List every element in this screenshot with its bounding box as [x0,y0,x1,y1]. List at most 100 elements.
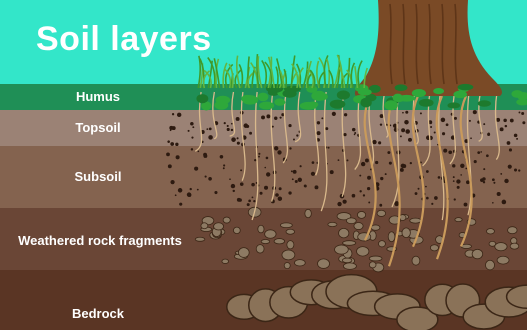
soil-speck [443,149,447,153]
soil-speck [487,133,490,136]
soil-speck [426,197,429,200]
soil-speck [240,169,242,171]
soil-speck [274,146,278,150]
rock-fragment [214,223,224,230]
soil-speck [272,126,274,128]
soil-speck [325,127,328,130]
soil-speck [503,119,506,122]
soil-speck [375,161,378,164]
soil-speck [425,186,427,188]
soil-speck [361,162,365,166]
soil-speck [281,113,284,116]
rock-fragment [486,229,494,234]
soil-speck [400,135,402,137]
soil-speck [191,137,193,139]
soil-speck [176,155,180,159]
soil-speck [317,131,321,135]
soil-speck [395,201,399,205]
soil-speck [295,180,298,183]
soil-speck [380,123,382,125]
soil-speck [420,112,422,114]
soil-speck [246,125,249,128]
soil-speck [168,164,172,168]
soil-speck [343,133,346,136]
ground-leaf [337,90,350,99]
soil-speck [279,187,282,190]
soil-speck [278,196,282,200]
soil-speck [328,147,330,149]
rock-fragment [357,211,365,218]
ground-leaf [458,84,474,90]
soil-speck [317,121,320,124]
soil-speck [496,118,500,122]
rock-fragment [410,218,421,223]
soil-speck [223,164,225,166]
soil-speck [288,124,291,127]
soil-speck [179,203,182,206]
rock-fragment [343,241,356,246]
soil-speck [330,170,334,174]
soil-speck [483,168,485,170]
grass-blade [319,72,324,88]
soil-speck [365,159,369,163]
soil-speck [239,198,242,201]
rock-fragment [282,250,295,260]
soil-speck [500,127,504,131]
soil-speck [410,162,412,164]
soil-speck [304,184,307,187]
soil-speck [172,113,174,115]
grass-tuft [198,54,367,88]
soil-speck [231,137,236,142]
grass-blade [262,60,266,88]
soil-speck [300,165,302,167]
rock-fragment [265,230,276,238]
rock-fragment [371,225,380,230]
rock-fragment [495,243,507,251]
soil-speck [220,155,224,159]
bedrock-rocks [227,275,527,330]
ground-leaf [308,101,319,107]
soil-speck [175,194,177,196]
rock-fragment [412,256,420,265]
root-strand [496,92,500,160]
soil-speck [441,118,445,122]
soil-speck [337,202,341,206]
soil-speck [448,150,452,154]
soil-speck [493,182,495,184]
soil-speck [352,128,356,132]
soil-speck [380,177,383,180]
soil-speck [418,188,420,190]
soil-speck [359,190,361,192]
soil-speck [311,172,315,176]
rock-fragment [354,223,363,230]
soil-speck [240,182,244,186]
soil-speck [247,203,250,206]
soil-speck [214,191,217,194]
rock-fragment [335,245,349,254]
layer-label-topsoil: Topsoil [0,120,196,136]
soil-speck [519,112,521,114]
soil-speck [236,117,240,121]
soil-speck [177,113,181,117]
soil-speck [293,139,295,141]
soil-speck [522,121,525,124]
ground-leaf [447,102,460,108]
soil-speck [296,134,298,136]
soil-speck [363,194,365,196]
soil-speck [198,151,200,153]
soil-speck [227,125,229,127]
soil-speck [367,187,370,190]
soil-speck [389,162,392,165]
soil-speck [434,131,436,133]
ground-leaf [412,89,426,97]
soil-speck [280,117,282,119]
rock-fragment [258,225,264,233]
soil-speck [483,181,485,183]
soil-speck [170,142,174,146]
soil-speck [400,168,404,172]
soil-speck [274,117,277,120]
ground-leaf [259,102,274,110]
soil-speck [332,112,336,116]
soil-speck [205,176,207,178]
layer-label-humus: Humus [0,89,196,105]
